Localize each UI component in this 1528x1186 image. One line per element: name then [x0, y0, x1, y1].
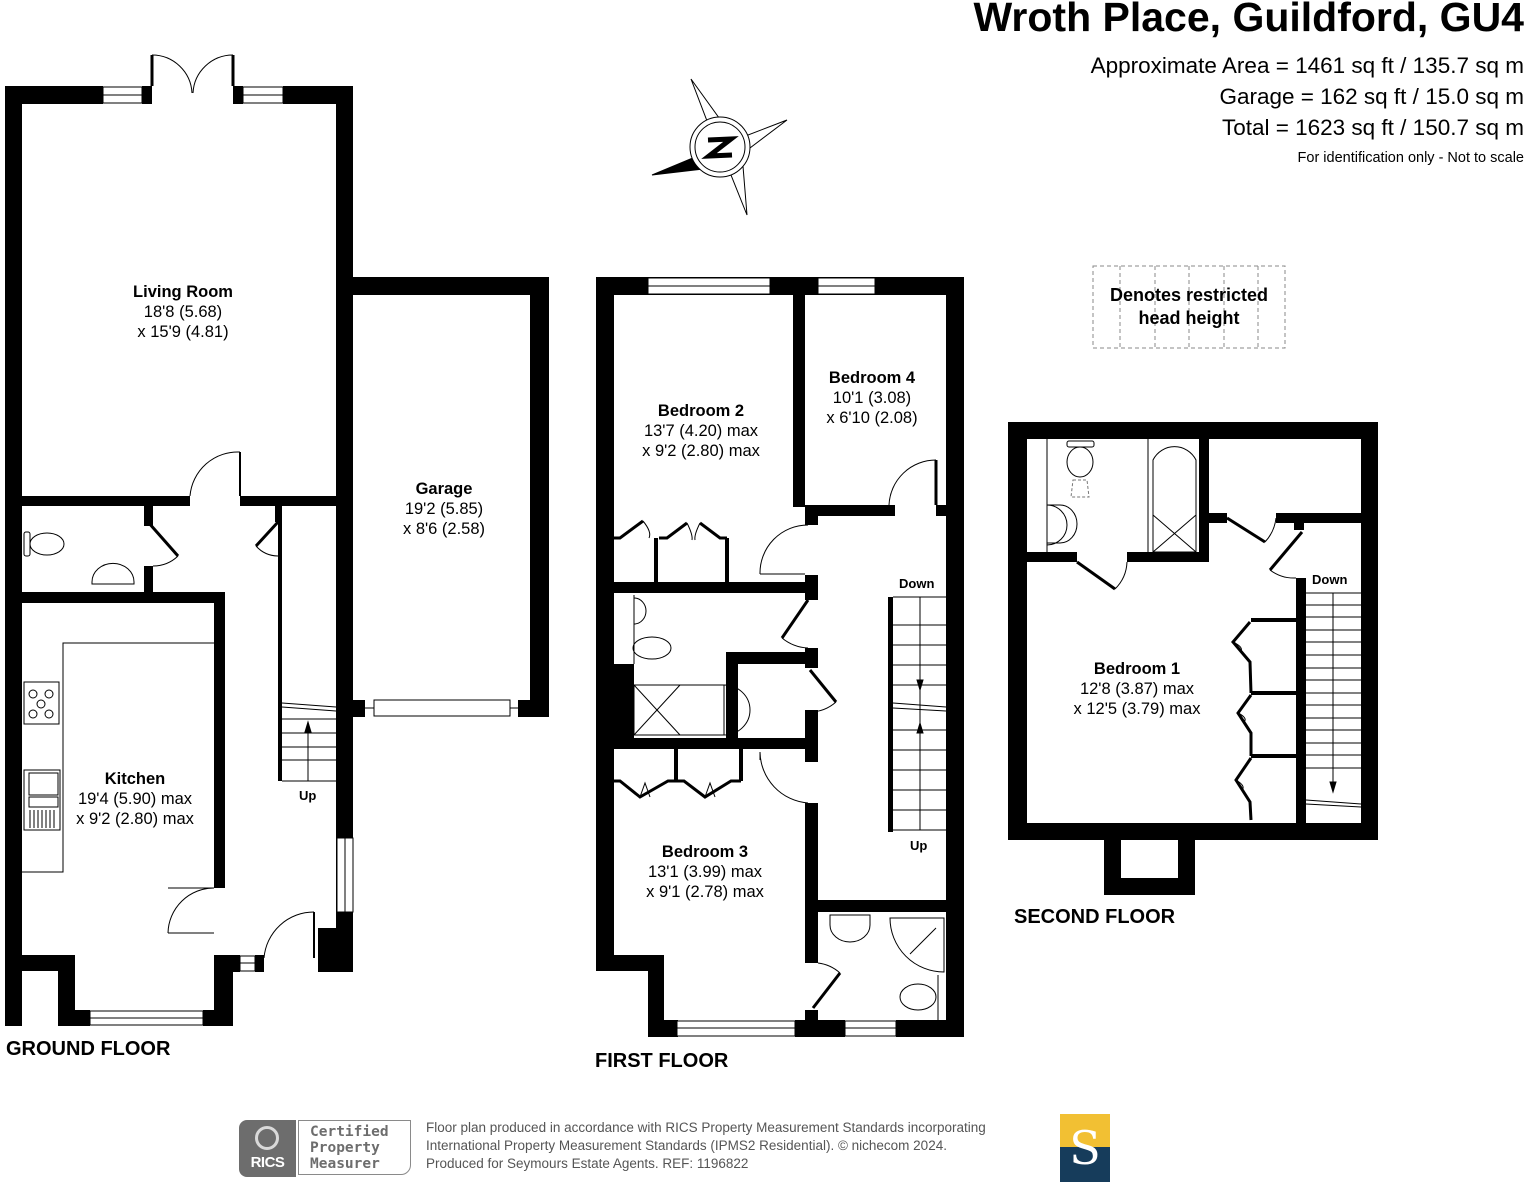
scale-disclaimer: For identification only - Not to scale	[1297, 150, 1524, 166]
rics-line-1: Certified	[310, 1124, 389, 1140]
property-title: Wroth Place, Guildford, GU4	[973, 0, 1524, 40]
stairs-down-label: Down	[1312, 572, 1348, 587]
footer-line-2: International Property Measurement Stand…	[426, 1138, 947, 1153]
ground-floor-walls	[5, 86, 549, 1026]
room-living-room: Living Room 18'8 (5.68) x 15'9 (4.81)	[133, 282, 233, 342]
first-floor-fixtures	[614, 277, 947, 1037]
room-name: Garage	[415, 480, 473, 498]
total-area: Total = 1623 sq ft / 150.7 sq m	[1221, 115, 1524, 140]
room-dimension: x 15'9 (4.81)	[137, 323, 229, 341]
room-dimension: x 6'10 (2.08)	[826, 409, 918, 427]
room-dimension: x 9'2 (2.80) max	[76, 810, 194, 828]
room-dimension: 19'2 (5.85)	[404, 500, 484, 518]
first-floor-label: FIRST FLOOR	[595, 1050, 729, 1072]
room-bedroom-1: Bedroom 1 12'8 (3.87) max x 12'5 (3.79) …	[1074, 659, 1201, 719]
seymours-logo: S	[1060, 1114, 1110, 1182]
logo-top-band	[1060, 1114, 1110, 1147]
second-floor-walls	[1008, 422, 1378, 895]
second-floor-label: SECOND FLOOR	[1014, 906, 1176, 928]
room-bedroom-2: Bedroom 2 13'7 (4.20) max x 9'2 (2.80) m…	[642, 401, 760, 461]
north-compass-icon	[651, 78, 788, 216]
room-dimension: x 9'1 (2.78) max	[646, 883, 764, 901]
footer-line-3: Produced for Seymours Estate Agents. REF…	[426, 1156, 749, 1171]
room-name: Bedroom 2	[657, 402, 745, 420]
room-name: Bedroom 1	[1093, 660, 1181, 678]
rics-certified-badge: RICS Certified Property Measurer	[239, 1120, 413, 1177]
rics-certified-text: Certified Property Measurer	[298, 1120, 411, 1175]
ground-floor-fixtures	[22, 54, 518, 1026]
rics-lion-icon	[255, 1126, 279, 1150]
rics-line-2: Property	[310, 1140, 380, 1156]
restricted-head-height-legend-box	[1092, 265, 1286, 349]
garage-area: Garage = 162 sq ft / 15.0 sq m	[1219, 84, 1524, 109]
room-name: Kitchen	[104, 770, 166, 788]
room-dimension: 19'4 (5.90) max	[77, 790, 193, 808]
room-name: Bedroom 3	[661, 843, 749, 861]
room-dimension: 13'1 (3.99) max	[647, 863, 763, 881]
legend-line-1: Denotes restricted	[1109, 285, 1269, 305]
room-bedroom-3: Bedroom 3 13'1 (3.99) max x 9'1 (2.78) m…	[646, 842, 764, 902]
room-dimension: x 8'6 (2.58)	[402, 520, 486, 538]
legend-line-2: head height	[1138, 308, 1240, 328]
room-garage: Garage 19'2 (5.85) x 8'6 (2.58)	[403, 479, 485, 539]
approximate-area: Approximate Area = 1461 sq ft / 135.7 sq…	[1090, 53, 1524, 78]
stairs-up-label: Up	[299, 788, 317, 803]
room-kitchen: Kitchen 19'4 (5.90) max x 9'2 (2.80) max	[76, 769, 194, 829]
logo-bottom-band	[1060, 1147, 1110, 1182]
room-dimension: 13'7 (4.20) max	[643, 422, 759, 440]
second-floor-fixtures	[1046, 439, 1362, 821]
rics-line-3: Measurer	[310, 1156, 380, 1172]
room-name: Bedroom 4	[828, 369, 916, 387]
rics-logo: RICS	[239, 1120, 296, 1177]
room-dimension: 10'1 (3.08)	[832, 389, 912, 407]
ground-floor-label: GROUND FLOOR	[6, 1038, 171, 1060]
room-bedroom-4: Bedroom 4 10'1 (3.08) x 6'10 (2.08)	[826, 368, 917, 428]
room-name: Living Room	[133, 283, 233, 301]
footer-line-1: Floor plan produced in accordance with R…	[426, 1120, 986, 1135]
room-dimension: x 9'2 (2.80) max	[642, 442, 760, 460]
room-dimension: x 12'5 (3.79) max	[1073, 700, 1201, 718]
rics-wordmark: RICS	[250, 1154, 285, 1171]
restricted-head-height-legend: Denotes restricted head height	[1093, 284, 1285, 330]
footer-disclaimer: Floor plan produced in accordance with R…	[426, 1119, 986, 1173]
stairs-up-label: Up	[910, 838, 928, 853]
room-dimension: 18'8 (5.68)	[143, 303, 223, 321]
logo-letter: S	[1069, 1121, 1101, 1175]
stairs-down-label: Down	[899, 576, 935, 591]
room-dimension: 12'8 (3.87) max	[1079, 680, 1195, 698]
